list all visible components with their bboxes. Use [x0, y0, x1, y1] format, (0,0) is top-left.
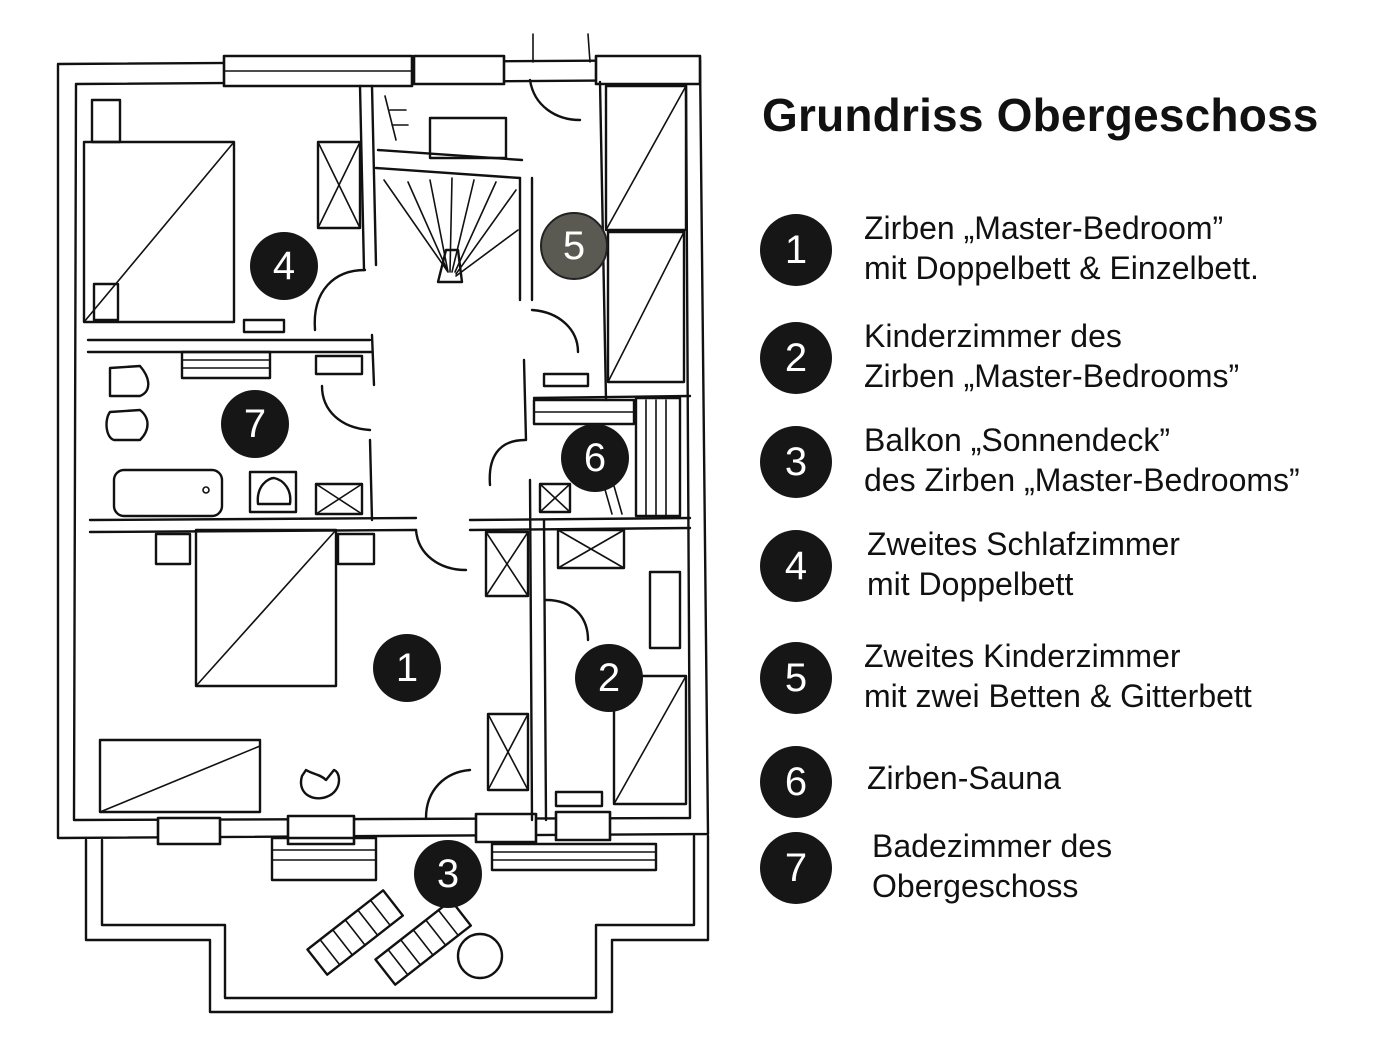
room-marker-5: 5	[540, 212, 608, 280]
legend-badge-5: 5	[760, 642, 832, 714]
legend-badge-6: 6	[760, 746, 832, 818]
legend-text-2: Kinderzimmer des Zirben „Master-Bedrooms…	[864, 316, 1239, 396]
legend-text-6: Zirben-Sauna	[867, 758, 1061, 798]
legend-line-4a: Zweites Schlafzimmer	[867, 526, 1180, 562]
furniture-room-5	[542, 84, 688, 388]
legend-line-1b: mit Doppelbett & Einzelbett.	[864, 250, 1259, 286]
legend-badge-7: 7	[760, 832, 832, 904]
legend-line-7b: Obergeschoss	[872, 868, 1079, 904]
interior-walls	[86, 80, 692, 822]
legend-line-1a: Zirben „Master-Bedroom”	[864, 210, 1224, 246]
windows-bottom	[156, 810, 612, 846]
room-marker-3-label: 3	[437, 852, 459, 896]
legend-text-3: Balkon „Sonnendeck” des Zirben „Master-B…	[864, 420, 1300, 500]
legend-text-7: Badezimmer des Obergeschoss	[872, 826, 1112, 906]
legend-text-4: Zweites Schlafzimmer mit Doppelbett	[867, 524, 1180, 604]
legend-line-2a: Kinderzimmer des	[864, 318, 1122, 354]
legend-badge-3: 3	[760, 426, 832, 498]
legend-text-1: Zirben „Master-Bedroom” mit Doppelbett &…	[864, 208, 1259, 288]
legend-line-5a: Zweites Kinderzimmer	[864, 638, 1181, 674]
furniture-room-2	[554, 528, 688, 808]
room-marker-1: 1	[373, 634, 441, 702]
furniture-balcony	[270, 836, 658, 986]
furniture-room-1	[98, 528, 530, 814]
legend-badge-4: 4	[760, 530, 832, 602]
furniture-room-6-sauna	[532, 396, 682, 518]
legend-badge-1: 1	[760, 214, 832, 286]
room-marker-6: 6	[561, 424, 629, 492]
room-marker-3: 3	[414, 840, 482, 908]
legend-line-2b: Zirben „Master-Bedrooms”	[864, 358, 1240, 394]
room-marker-4-label: 4	[273, 244, 295, 288]
legend-line-5b: mit zwei Betten & Gitterbett	[864, 678, 1252, 714]
page-title: Grundriss Obergeschoss	[762, 89, 1319, 141]
legend-badge-2: 2	[760, 322, 832, 394]
balcony-outline	[84, 834, 710, 1014]
room-marker-2-label: 2	[598, 656, 620, 700]
room-marker-7: 7	[221, 390, 289, 458]
room-marker-7-label: 7	[244, 402, 266, 446]
legend-line-6a: Zirben-Sauna	[867, 760, 1061, 796]
legend-line-7a: Badezimmer des	[872, 828, 1113, 864]
room-marker-5-label: 5	[563, 224, 585, 268]
room-marker-1-label: 1	[396, 646, 418, 690]
room-marker-6-label: 6	[584, 436, 606, 480]
legend-line-3b: des Zirben „Master-Bedrooms”	[864, 462, 1300, 498]
legend-line-3a: Balkon „Sonnendeck”	[864, 422, 1170, 458]
room-marker-4: 4	[250, 232, 318, 300]
windows-top	[222, 54, 702, 88]
room-marker-2: 2	[575, 644, 643, 712]
door-swings	[313, 78, 590, 820]
staircase	[374, 95, 524, 284]
furniture-room-7	[105, 350, 364, 518]
legend-line-4b: mit Doppelbett	[867, 566, 1074, 602]
floor-plan-sketch: 1 2 3 4 5 6 7	[56, 33, 710, 1014]
legend-text-5: Zweites Kinderzimmer mit zwei Betten & G…	[864, 636, 1252, 716]
furniture-room-4	[82, 98, 362, 334]
